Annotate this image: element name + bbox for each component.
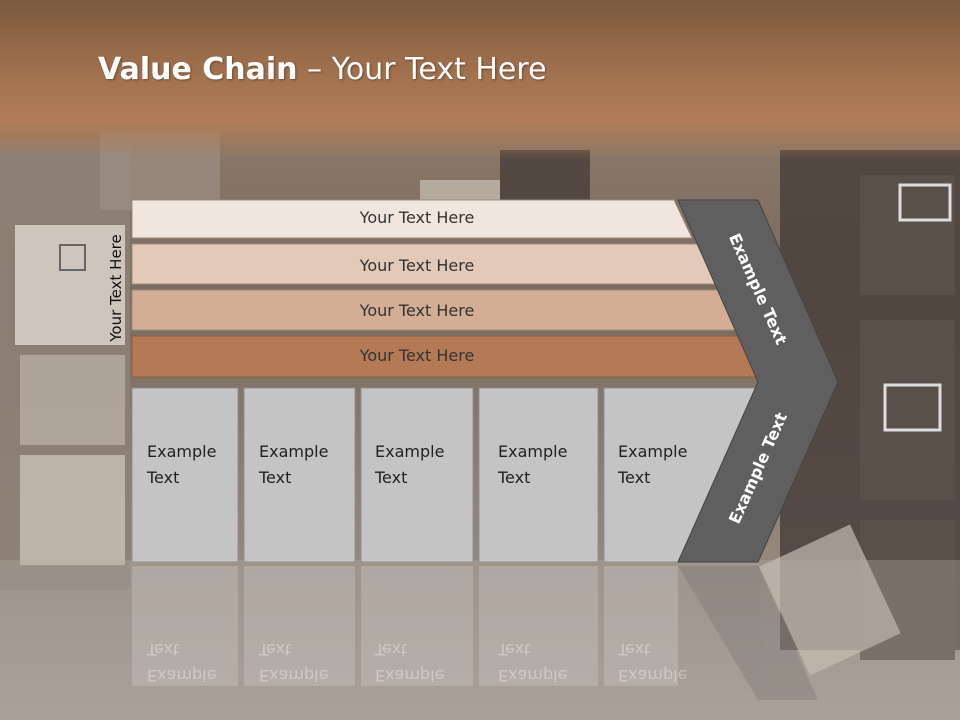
side-label: Your Text Here	[107, 234, 125, 342]
chevron-arrow	[677, 199, 839, 563]
box-3-line2: Text	[375, 468, 408, 487]
refl-1-line1: Example	[147, 666, 217, 685]
bar-label-4: Your Text Here	[359, 346, 475, 365]
title-rest: – Your Text Here	[297, 52, 547, 87]
box-4-line1: Example	[498, 442, 568, 461]
box-1-line1: Example	[147, 442, 217, 461]
box-reflection-5: Example Text	[618, 636, 718, 688]
box-2-line2: Text	[259, 468, 292, 487]
refl-2-line2: Text	[259, 640, 292, 659]
refl-2-line1: Example	[259, 666, 329, 685]
box-1-line2: Text	[147, 468, 180, 487]
box-4	[478, 387, 599, 563]
header-band	[0, 0, 960, 160]
slide-title: Value Chain – Your Text Here	[98, 52, 547, 87]
bar-label-1: Your Text Here	[359, 208, 475, 227]
box-5-line2: Text	[618, 468, 651, 487]
box-1	[131, 387, 239, 563]
box-2	[243, 387, 356, 563]
box-reflection-3: Example Text	[375, 636, 475, 688]
refl-4-line1: Example	[498, 666, 568, 685]
box-reflection-2: Example Text	[259, 636, 359, 688]
box-reflection-1: Example Text	[147, 636, 247, 688]
box-reflection-4: Example Text	[498, 636, 598, 688]
refl-3-line2: Text	[375, 640, 408, 659]
box-2-line1: Example	[259, 442, 329, 461]
refl-5-line2: Text	[618, 640, 651, 659]
refl-4-line2: Text	[498, 640, 531, 659]
diagram-reflection	[132, 566, 818, 700]
box-5-line1: Example	[618, 442, 688, 461]
refl-5-line1: Example	[618, 666, 688, 685]
box-3-line1: Example	[375, 442, 445, 461]
refl-3-line1: Example	[375, 666, 445, 685]
box-3	[360, 387, 474, 563]
bar-label-3: Your Text Here	[359, 301, 475, 320]
bar-label-2: Your Text Here	[359, 256, 475, 275]
bar-1	[131, 199, 693, 239]
refl-1-line2: Text	[147, 640, 180, 659]
title-bold: Value Chain	[98, 52, 298, 87]
box-4-line2: Text	[498, 468, 531, 487]
